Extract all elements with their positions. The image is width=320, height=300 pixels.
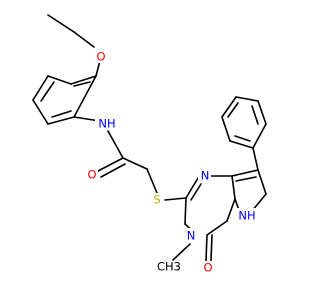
ring-oxygen-label: O [203, 261, 212, 275]
bond-s-c2 [164, 197, 187, 201]
bond-carbonyl-ch2 [122, 157, 148, 170]
ether-oxygen-label: O [96, 50, 105, 64]
molecule-structure: O NH O S N N CH3 O NH [32, 14, 267, 275]
bond-c4-o-2 [210, 234, 213, 262]
pyrrole-nh-label: NH [238, 209, 255, 223]
sulfur-label: S [153, 193, 160, 207]
ring-n3-label: N [187, 229, 196, 243]
bond-ethyl [47, 14, 75, 33]
bond-carbonyl-double-2 [100, 163, 126, 178]
bond-c7-phenyl [252, 147, 259, 171]
bond-nh-carbonyl [107, 130, 124, 159]
pyrimidinone-ring [184, 175, 236, 236]
carbonyl-oxygen-label: O [87, 168, 96, 182]
bond-n3-methyl [172, 243, 191, 261]
ring-n1-label: N [201, 169, 210, 183]
bond-c4-o-1 [205, 234, 208, 262]
ethoxyphenyl-ring [32, 75, 97, 125]
bond-ethoxy-ch2-o [73, 31, 95, 48]
molecule-canvas: O NH O S N N CH3 O NH [32, 14, 267, 275]
methyl-label: CH3 [157, 260, 181, 274]
bond-ch2-s [146, 168, 158, 194]
bond-carbonyl-double-1 [97, 157, 124, 172]
pyrrole-ring [231, 169, 267, 214]
phenyl-ring [221, 96, 267, 149]
amide-nh-label: NH [98, 117, 115, 131]
